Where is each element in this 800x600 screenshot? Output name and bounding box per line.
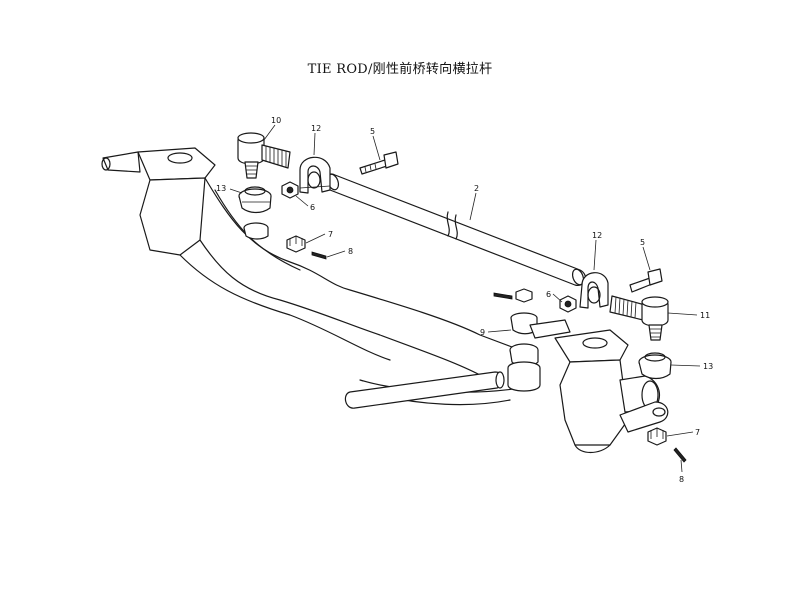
callout-6-right: 6 [546,290,551,299]
callout-leaders [229,124,701,473]
ball-joint [507,312,571,392]
castle-nut-left [286,235,306,253]
clamp-right [579,272,609,309]
tie-rod-tube [323,173,587,287]
callout-8-right: 8 [679,475,684,484]
callout-9: 9 [480,328,485,337]
tie-rod-end-left [237,132,291,179]
callout-12-left: 12 [311,124,321,133]
nut-left [281,181,299,199]
callout-13-right: 13 [703,362,713,371]
callout-10: 10 [271,116,281,125]
callout-7-right: 7 [695,428,700,437]
callout-7-left: 7 [328,230,333,239]
callout-12-right: 12 [592,231,602,240]
callout-13-left: 13 [216,184,226,193]
diagram-title: TIE ROD/刚性前桥转向横拉杆 [307,62,493,77]
callout-8-left: 8 [348,247,353,256]
cotter-pin-right-upper [493,288,533,303]
callout-5-right: 5 [640,238,645,247]
callout-2: 2 [474,184,479,193]
dust-boot-right [638,352,672,380]
cotter-pin-left [311,251,327,260]
callout-labels: 10 12 5 13 6 7 8 2 12 5 6 9 11 13 7 8 [216,116,713,484]
callout-11: 11 [700,311,710,320]
right-steering-knuckle [554,329,669,454]
tie-rod-end-right [609,295,669,341]
bolt-right [629,268,663,293]
seal-washer-left [243,222,269,240]
bolt-left [359,151,399,175]
dust-boot-left [238,186,272,214]
front-axle-beam [101,147,521,406]
castle-nut-right [647,427,667,446]
callout-5-left: 5 [370,127,375,136]
nut-right [559,295,577,313]
lower-tie-rod [344,371,505,409]
clamp-left [299,156,331,194]
callout-6-left: 6 [310,203,315,212]
cotter-pin-right [673,447,687,463]
